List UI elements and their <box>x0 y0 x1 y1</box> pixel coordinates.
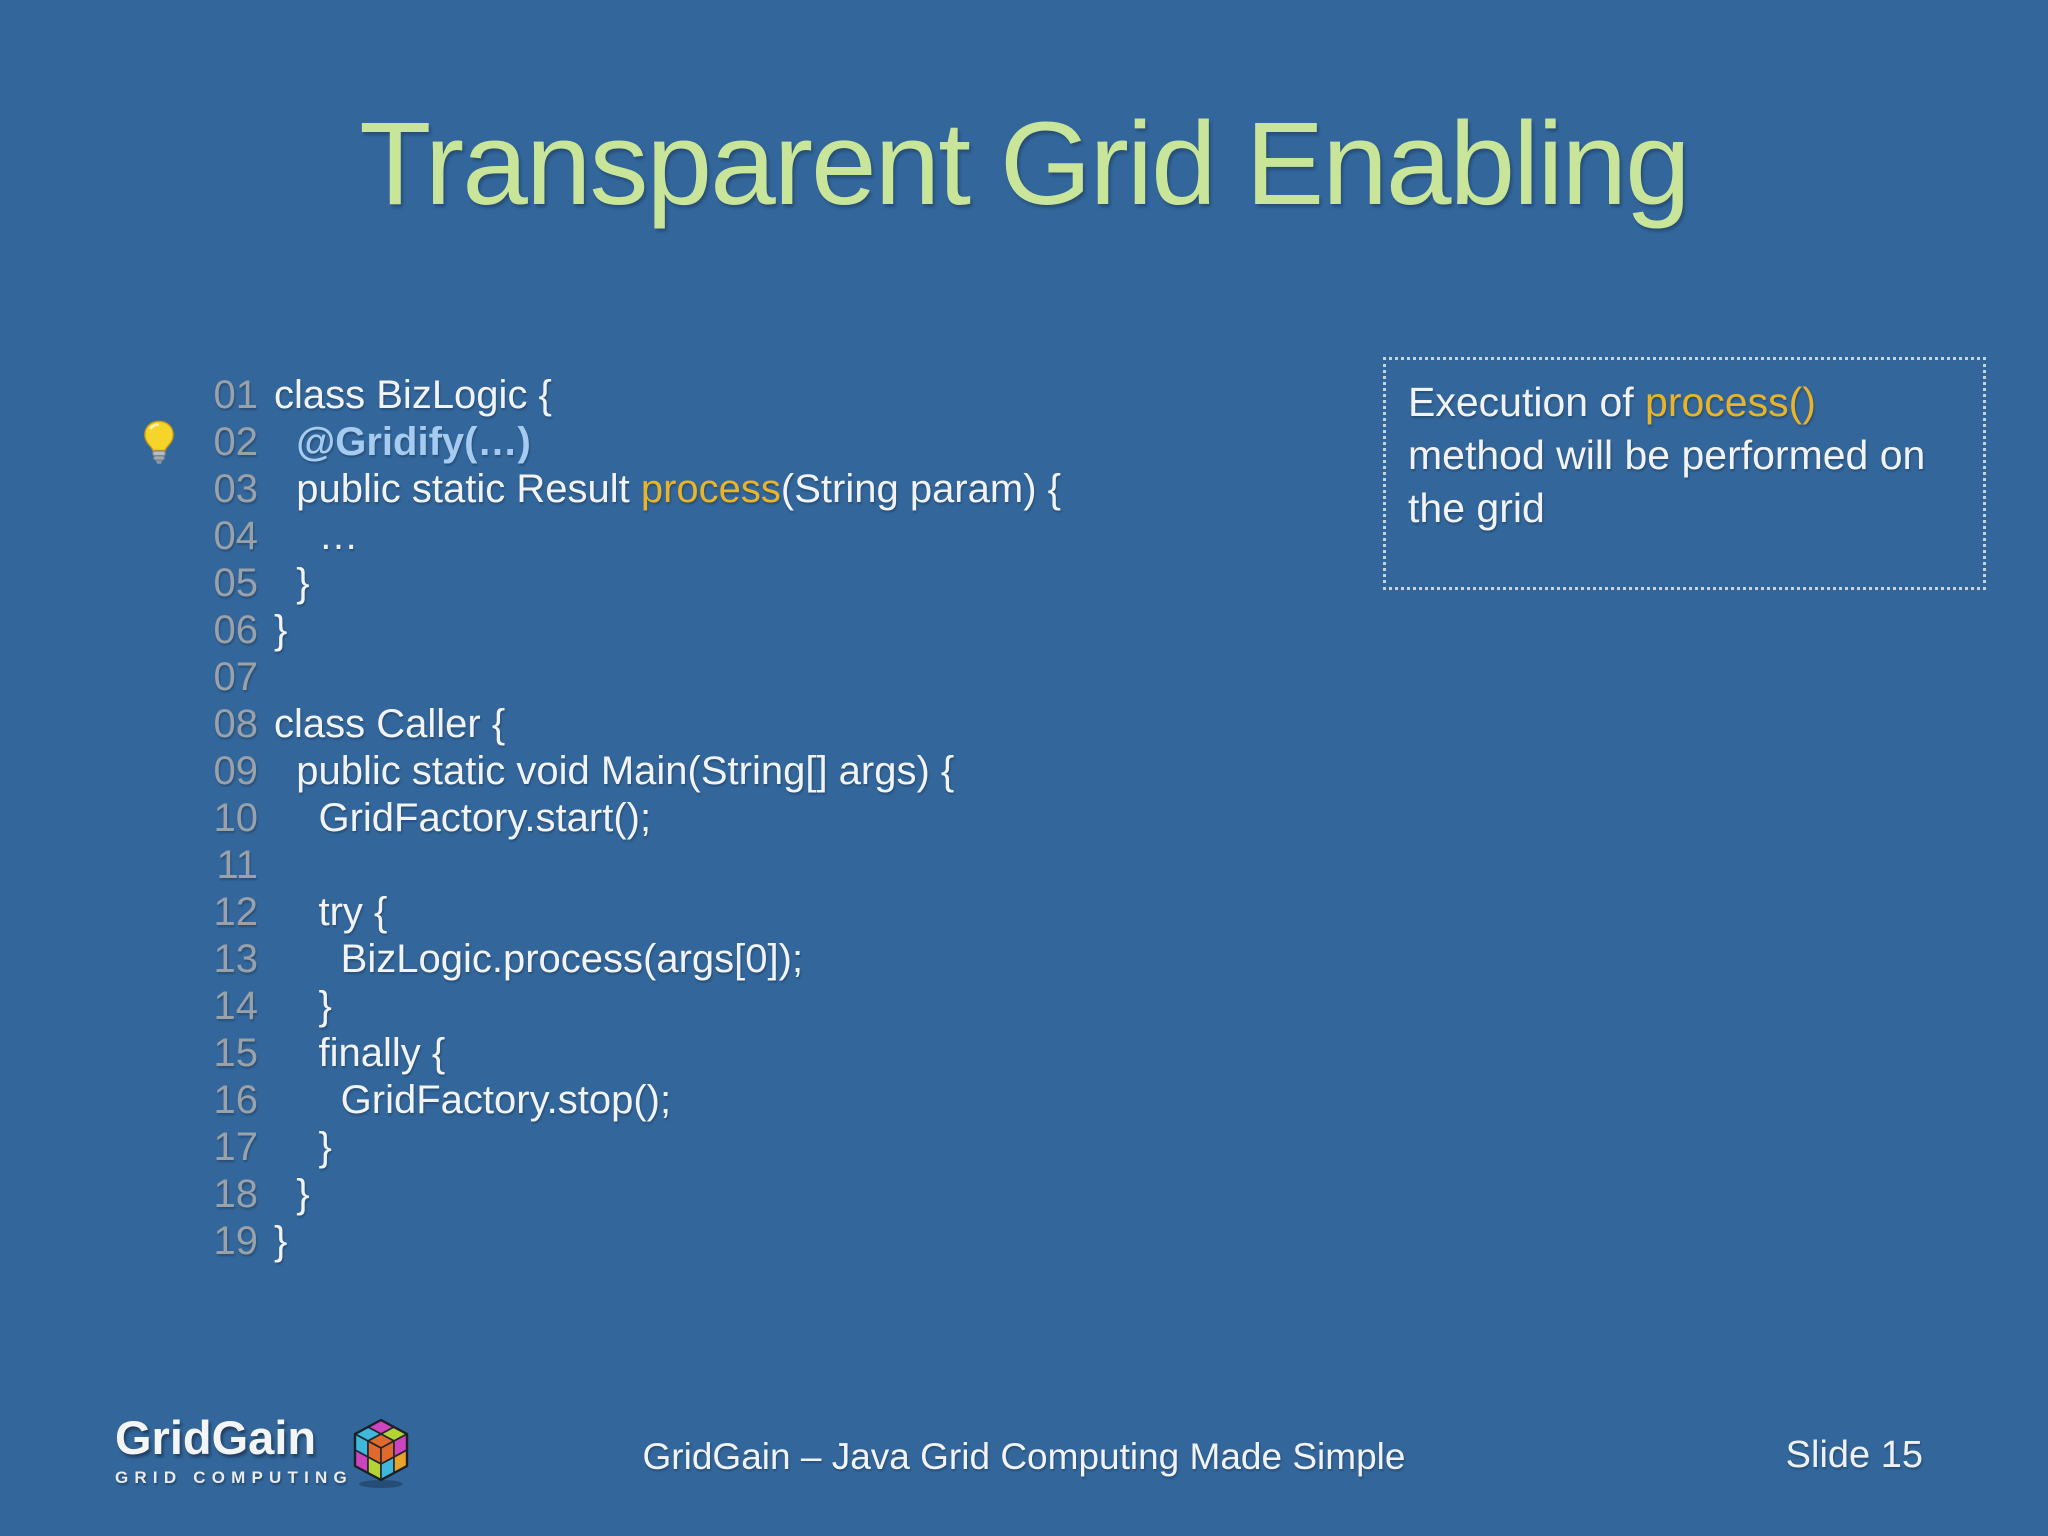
page-title: Transparent Grid Enabling <box>359 98 1691 230</box>
gridgain-logo: GridGain GRID COMPUTING <box>115 1414 353 1488</box>
line-number: 08 <box>213 702 259 746</box>
line-number: 06 <box>213 608 259 652</box>
code-text: public static Result <box>274 467 641 511</box>
logo-subtitle: GRID COMPUTING <box>115 1468 353 1487</box>
line-number: 01 <box>213 373 259 417</box>
line-number: 02 <box>213 420 259 464</box>
code-text: try { <box>274 890 388 934</box>
code-line: 01 class BizLogic { <box>204 372 1061 419</box>
code-text: method will be performed on the grid <box>1408 432 1926 531</box>
code-text: … <box>274 514 359 558</box>
code-text: } <box>274 561 310 605</box>
code-text: (String param) { <box>780 467 1061 511</box>
line-number: 11 <box>216 843 258 887</box>
footer-center-text: GridGain – Java Grid Computing Made Simp… <box>642 1436 1406 1477</box>
line-number: 14 <box>213 984 259 1028</box>
code-text <box>274 420 296 464</box>
logo-title: GridGain <box>115 1411 317 1464</box>
code-line: 19} <box>204 1218 1061 1265</box>
code-line: 15 finally { <box>204 1030 1061 1077</box>
code-line: 04 … <box>204 513 1061 560</box>
code-line: 13 BizLogic.process(args[0]); <box>204 936 1061 983</box>
code-line: 18 } <box>204 1171 1061 1218</box>
code-text: GridFactory.stop(); <box>274 1078 672 1122</box>
code-text: BizLogic.process(args[0]); <box>274 937 804 981</box>
gridgain-cube-logo-icon <box>351 1416 411 1490</box>
code-text: } <box>274 984 332 1028</box>
code-line: 09 public static void Main(String[] args… <box>204 748 1061 795</box>
line-number: 07 <box>213 655 259 699</box>
line-number: 12 <box>213 890 259 934</box>
lightbulb-icon <box>142 420 176 466</box>
code-line: 02 @Gridify(…) <box>144 419 1061 466</box>
code-text: } <box>274 608 288 652</box>
line-number: 16 <box>213 1078 259 1122</box>
code-text: } <box>274 1219 288 1263</box>
code-line: 06} <box>204 607 1061 654</box>
line-number: 17 <box>213 1125 259 1169</box>
code-text: class Caller { <box>274 702 506 746</box>
code-text: } <box>274 1172 310 1216</box>
code-line: 11 <box>204 842 1061 889</box>
line-number: 03 <box>213 467 259 511</box>
line-number: 09 <box>213 749 259 793</box>
code-text: Execution of <box>1408 379 1646 425</box>
code-line: 14 } <box>204 983 1061 1030</box>
line-number: 10 <box>213 796 259 840</box>
annotation-code-text: @Gridify(…) <box>296 420 531 464</box>
callout-text: Execution of process() method will be pe… <box>1408 376 1961 535</box>
callout-box: Execution of process() method will be pe… <box>1383 357 1986 590</box>
slide-number: Slide 15 <box>1785 1434 1923 1476</box>
line-number: 18 <box>213 1172 259 1216</box>
code-line: 03 public static Result process(String p… <box>204 466 1062 513</box>
line-number: 19 <box>213 1219 259 1263</box>
line-number: 05 <box>213 561 259 605</box>
code-line: 12 try { <box>204 889 1061 936</box>
line-number: 15 <box>213 1031 259 1075</box>
code-line: 05 } <box>204 560 1061 607</box>
code-line: 07 <box>204 654 1061 701</box>
code-text: public static void Main(String[] args) { <box>274 749 955 793</box>
code-line: 17 } <box>204 1124 1061 1171</box>
code-line: 16 GridFactory.stop(); <box>204 1077 1061 1124</box>
code-text: class BizLogic { <box>274 373 552 417</box>
highlighted-code-text: process <box>640 467 781 511</box>
code-line: 08 class Caller { <box>204 701 1061 748</box>
code-text: finally { <box>274 1031 446 1075</box>
highlighted-code-text: process() <box>1645 379 1816 425</box>
code-text: } <box>274 1125 332 1169</box>
line-number: 04 <box>213 514 259 558</box>
code-text: GridFactory.start(); <box>274 796 652 840</box>
line-number: 13 <box>213 937 259 981</box>
code-line: 10 GridFactory.start(); <box>204 795 1061 842</box>
